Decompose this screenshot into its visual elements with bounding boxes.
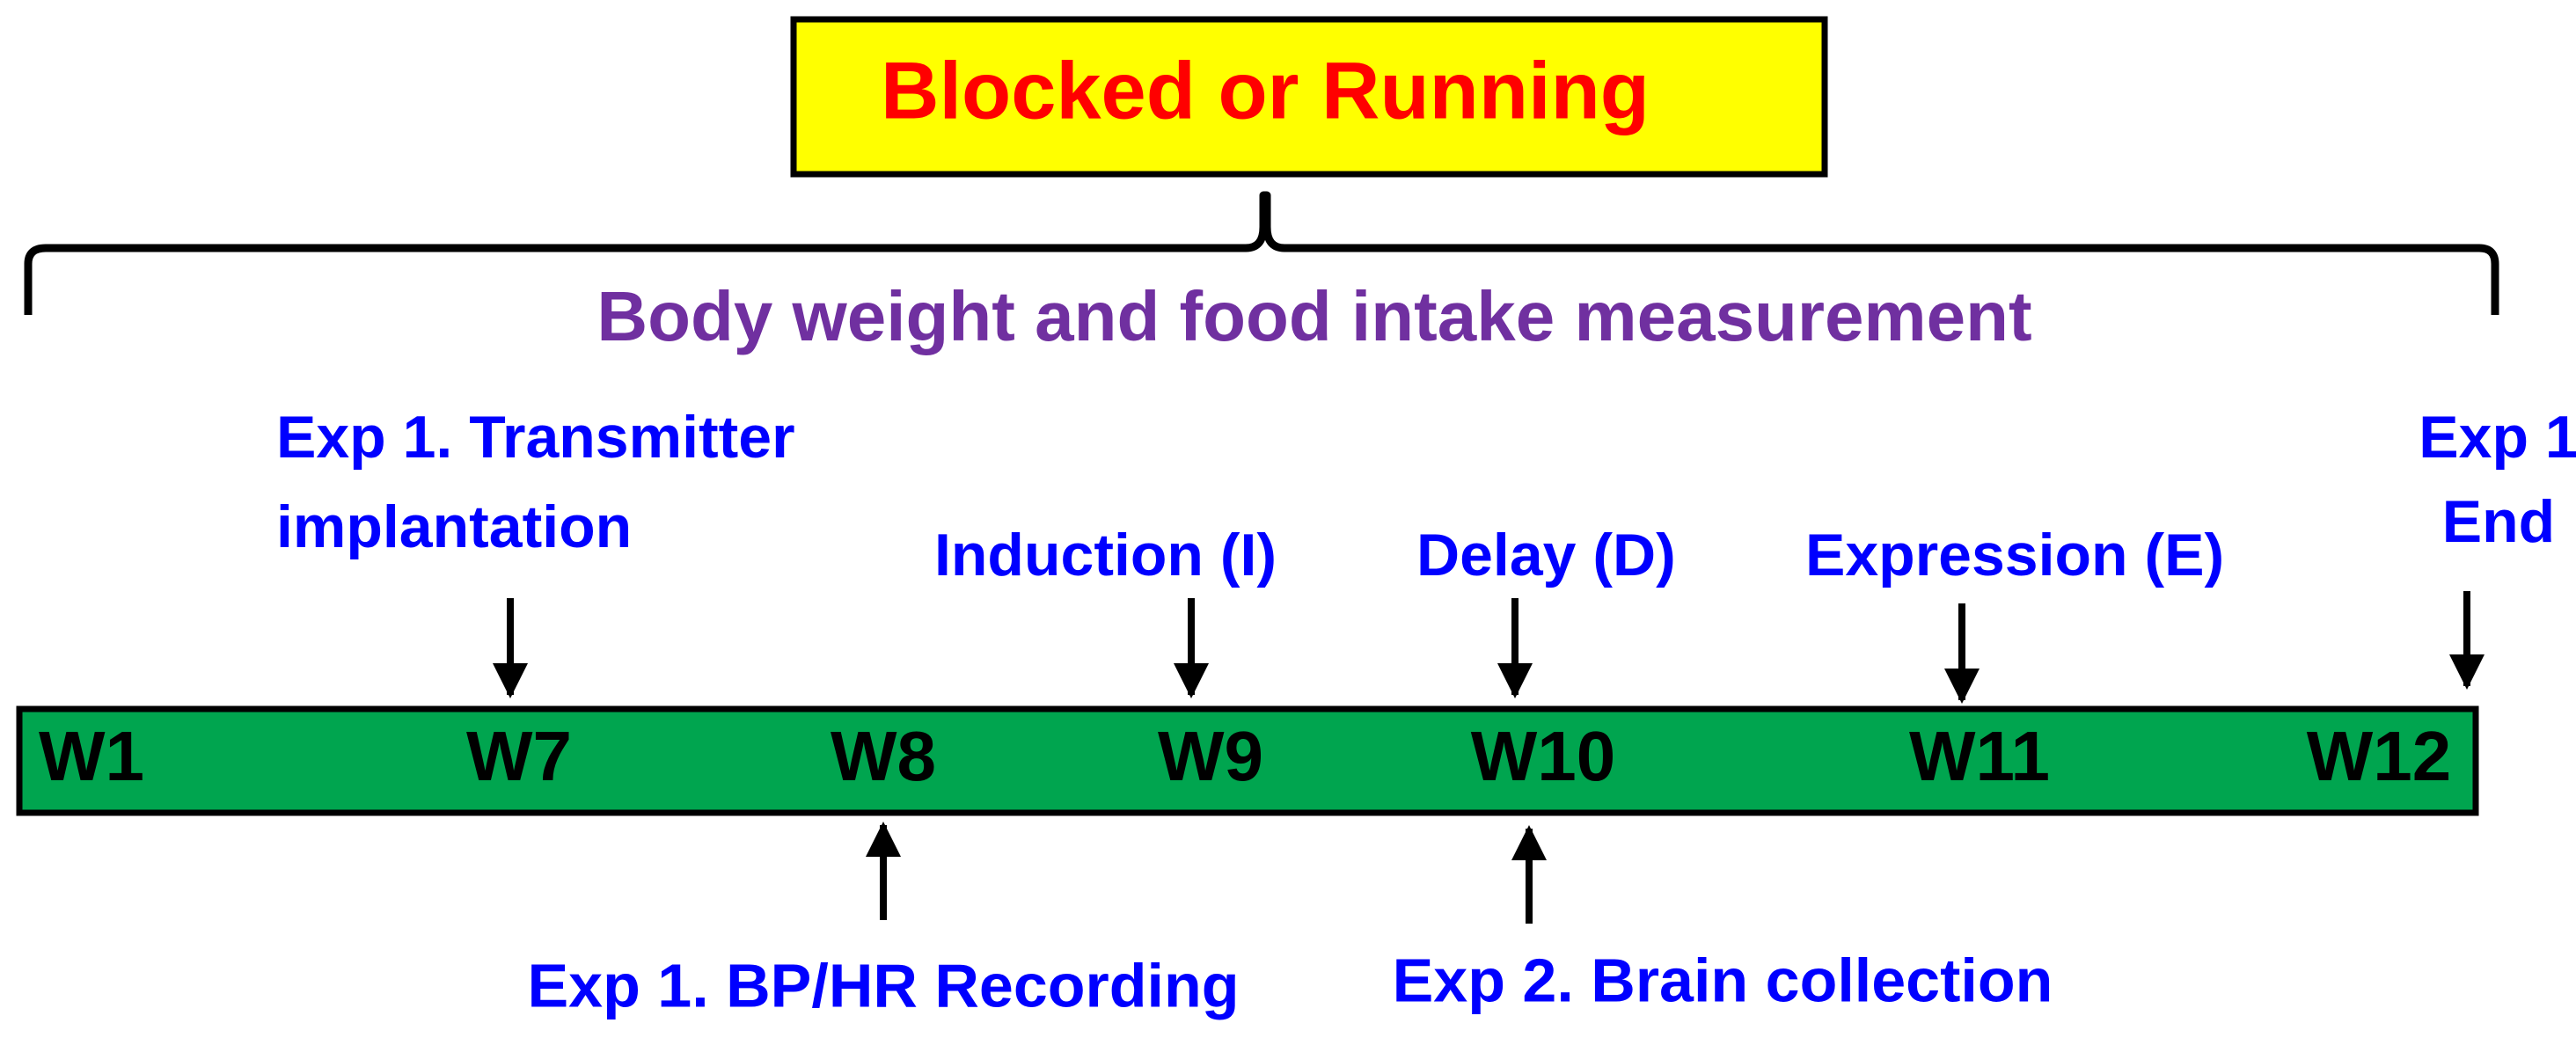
event-label-expression: Expression (E) xyxy=(1805,522,2224,588)
event-label-exp1-end-line1: Exp 1 xyxy=(2419,404,2576,471)
title-text: Blocked or Running xyxy=(881,46,1650,135)
week-label-w11: W11 xyxy=(1909,717,2050,795)
event-label-transmitter-line2: implantation xyxy=(276,493,632,560)
event-label-brain: Exp 2. Brain collection xyxy=(1393,946,2053,1014)
span-brace xyxy=(24,191,2499,315)
week-label-w1: W1 xyxy=(39,717,144,795)
week-label-w9: W9 xyxy=(1158,717,1263,795)
event-label-exp1-end-line2: End xyxy=(2442,488,2555,555)
week-label-w10: W10 xyxy=(1471,717,1616,795)
span-label: Body weight and food intake measurement xyxy=(596,277,2031,355)
event-label-transmitter-line1: Exp 1. Transmitter xyxy=(276,404,795,471)
week-label-w7: W7 xyxy=(466,717,572,795)
event-label-induction: Induction (I) xyxy=(934,522,1277,588)
event-label-delay: Delay (D) xyxy=(1416,522,1676,588)
week-label-w8: W8 xyxy=(831,717,936,795)
week-label-w12: W12 xyxy=(2307,717,2452,795)
event-label-bp-hr: Exp 1. BP/HR Recording xyxy=(527,951,1239,1019)
title-box xyxy=(790,16,1828,178)
timeline-bar xyxy=(16,705,2479,816)
